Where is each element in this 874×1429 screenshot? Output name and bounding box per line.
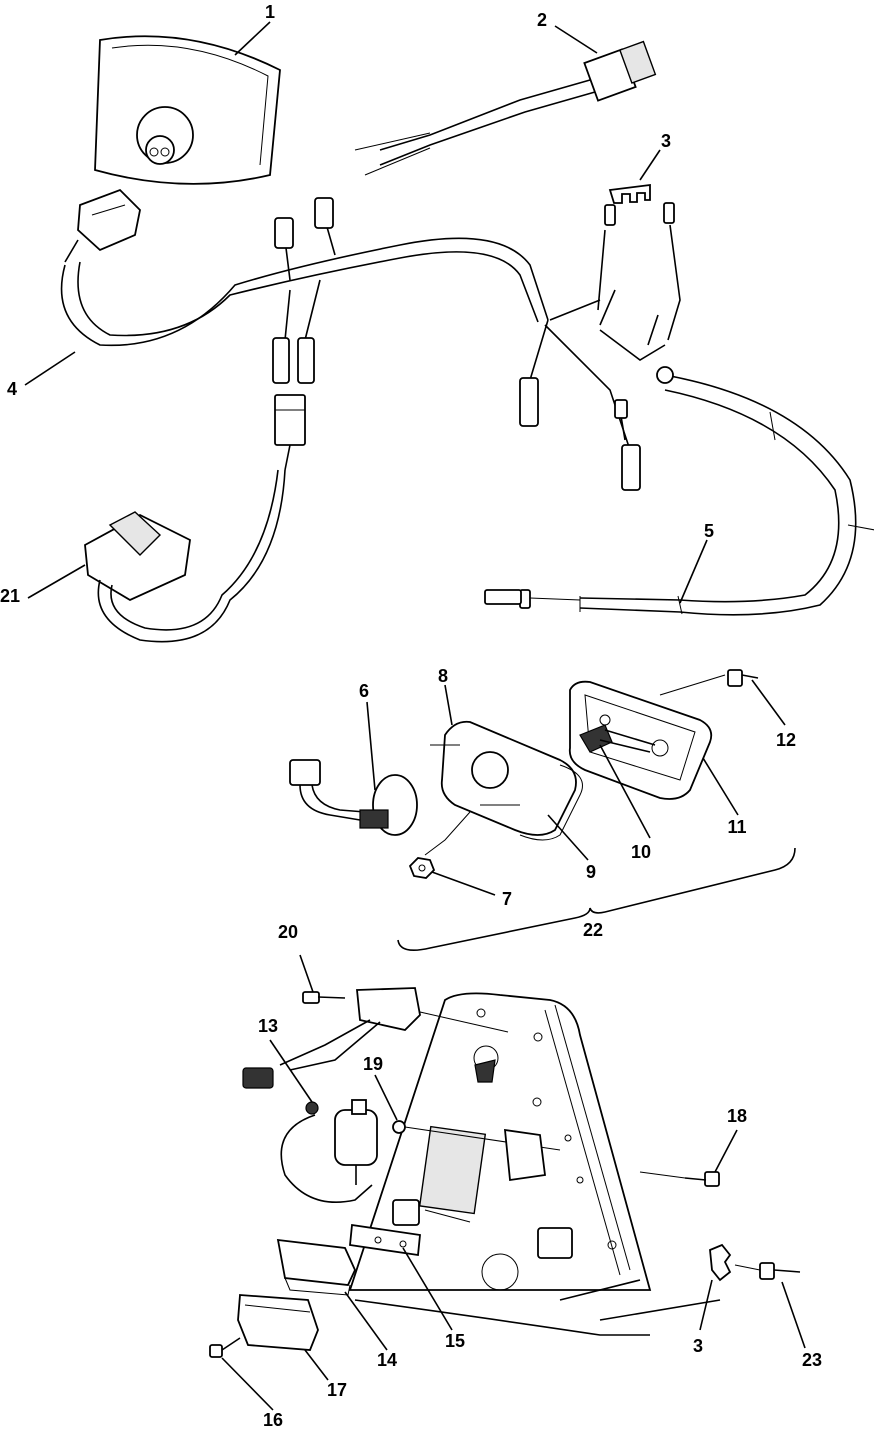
part-15-strip [349, 1223, 421, 1257]
callout-23: 23 [802, 1350, 822, 1370]
part-19-ignition-coil [280, 1099, 561, 1203]
callout-9: 9 [586, 862, 596, 882]
part-14-rectifier [276, 1238, 356, 1296]
part-23-screw [734, 1262, 801, 1280]
callout-3-lower: 3 [693, 1336, 703, 1356]
part-6-bulb-socket [289, 759, 418, 836]
callout-7: 7 [502, 889, 512, 909]
callout-8: 8 [438, 666, 448, 686]
part-3-terminal-clip-top [608, 183, 651, 204]
callout-20: 20 [278, 922, 298, 942]
callout-11: 11 [727, 817, 746, 837]
callout-1: 1 [265, 2, 275, 22]
callout-4: 4 [7, 379, 17, 399]
part-2-cable-connector [354, 40, 657, 176]
callout-5: 5 [704, 521, 714, 541]
callout-12: 12 [776, 730, 796, 750]
part-3-clip-lower [709, 1243, 732, 1282]
part-7-nut [408, 811, 471, 879]
callout-21: 21 [0, 586, 20, 606]
part-17-cover [237, 1294, 319, 1351]
callout-17: 17 [327, 1380, 347, 1400]
part-5-harness-tail [484, 366, 874, 616]
part-10-bulb [579, 724, 656, 753]
callout-labels: 1 2 3 4 5 6 7 8 9 10 11 12 13 14 15 16 1… [0, 2, 822, 1429]
callout-13: 13 [258, 1016, 278, 1036]
callout-15: 15 [445, 1331, 465, 1351]
part-9-gasket [519, 764, 583, 841]
callout-14: 14 [377, 1350, 397, 1370]
callout-16: 16 [263, 1410, 283, 1429]
callout-2: 2 [537, 10, 547, 30]
leader-lines [24, 21, 806, 1411]
callout-10: 10 [631, 842, 651, 862]
bracket-22 [397, 847, 796, 951]
part-16-screw [209, 1337, 241, 1358]
callout-3-top: 3 [661, 131, 671, 151]
part-21-switch [84, 469, 286, 643]
callout-19: 19 [363, 1054, 383, 1074]
part-8-lens [430, 720, 577, 836]
mounting-panel [348, 992, 721, 1336]
callout-18: 18 [727, 1106, 747, 1126]
part-20-relay [242, 987, 509, 1089]
callout-6: 6 [359, 681, 369, 701]
part-12-screw [659, 669, 759, 696]
part-18-bolt [503, 1128, 720, 1187]
part-4-wiring-harness [60, 188, 681, 491]
callout-22: 22 [583, 920, 603, 940]
part-1-lamp-housing [94, 35, 281, 185]
